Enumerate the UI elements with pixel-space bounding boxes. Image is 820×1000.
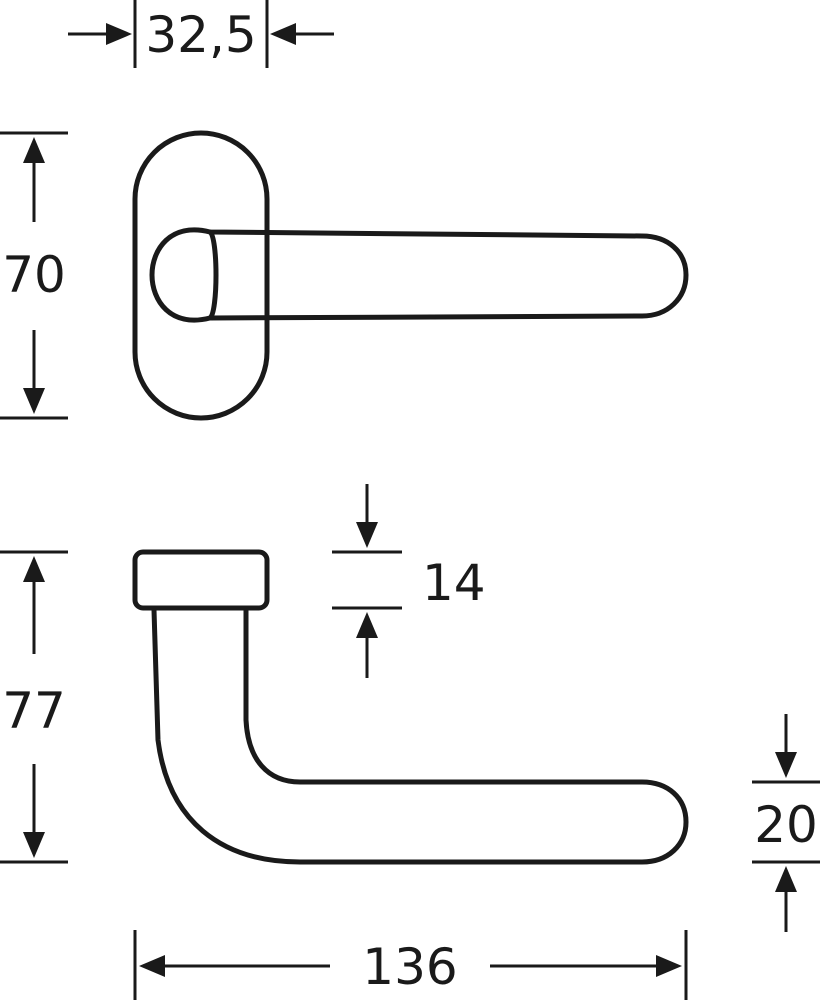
- lever-neck-line: [207, 229, 219, 321]
- lever-side-outline: [151, 607, 689, 865]
- arrow-right-icon: [656, 955, 682, 977]
- arrow-down-icon: [775, 752, 797, 778]
- arrow-left-icon: [139, 955, 165, 977]
- arrow-down-icon: [356, 522, 378, 548]
- rose-collar: [132, 549, 270, 611]
- dim-rose-width: 32,5: [68, 0, 334, 68]
- arrow-up-icon: [356, 612, 378, 638]
- label-rose-width: 32,5: [145, 6, 256, 64]
- arrow-up-icon: [23, 137, 45, 163]
- arrow-down-icon: [23, 388, 45, 414]
- arrow-up-icon: [775, 866, 797, 892]
- lever-top-outline: [149, 227, 689, 323]
- arrow-left-icon: [270, 23, 296, 45]
- top-view: [132, 130, 689, 421]
- dim-rose-thickness: 14: [332, 484, 486, 678]
- label-lever-height: 77: [2, 682, 66, 740]
- label-grip-diameter: 20: [754, 796, 818, 854]
- dim-lever-height: 77: [0, 550, 68, 864]
- arrow-right-icon: [106, 23, 132, 45]
- dim-grip-diameter: 20: [752, 714, 820, 932]
- arrow-up-icon: [23, 556, 45, 582]
- dim-lever-length: 136: [133, 930, 688, 1000]
- label-rose-height: 70: [2, 246, 66, 304]
- rose-plate: [132, 130, 270, 421]
- arrow-down-icon: [23, 832, 45, 858]
- side-view: [132, 549, 689, 865]
- label-rose-thickness: 14: [422, 554, 486, 612]
- label-lever-length: 136: [362, 938, 457, 996]
- dim-rose-height: 70: [0, 131, 68, 420]
